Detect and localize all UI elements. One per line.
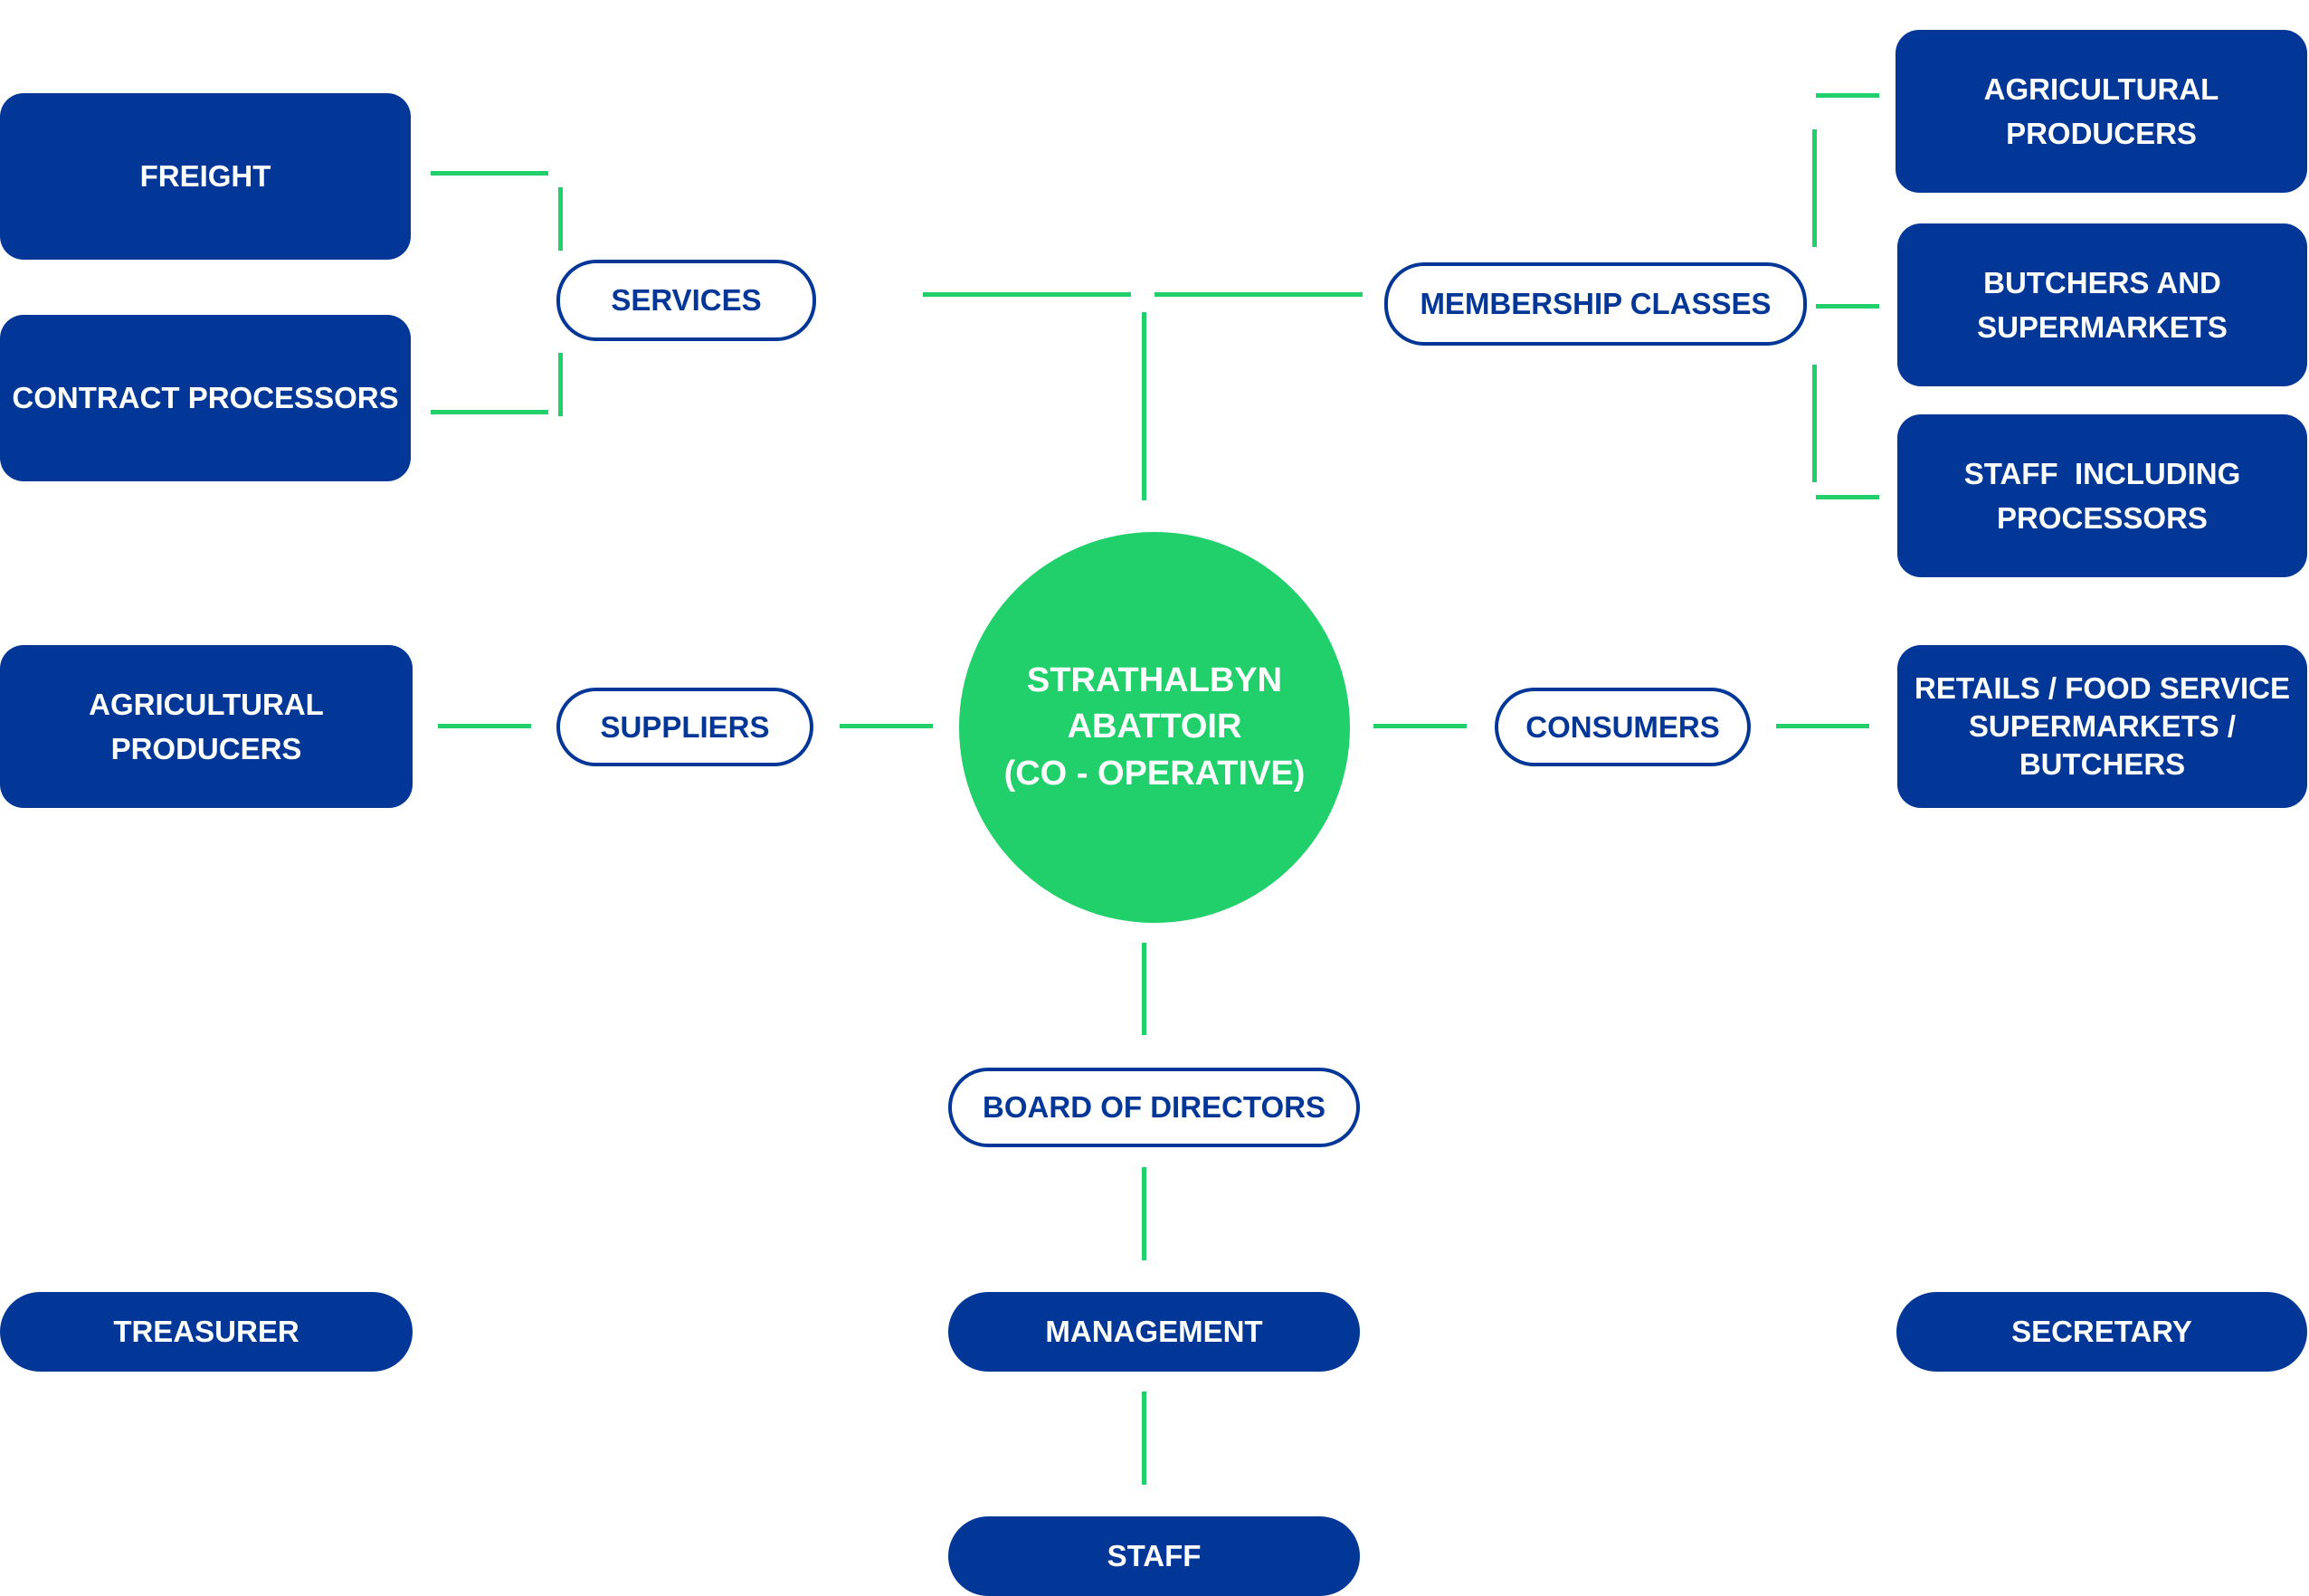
hub-line-1: STRATHALBYN	[1026, 661, 1283, 700]
secretary-label: SECRETARY	[2011, 1315, 2192, 1348]
retails-line-3: BUTCHERS	[2019, 746, 2186, 781]
consumers-pill: CONSUMERS	[1495, 688, 1751, 766]
staff-box: STAFF	[948, 1516, 1360, 1596]
suppliers-label: SUPPLIERS	[600, 709, 770, 744]
connector-membership-upper	[1812, 129, 1817, 247]
contract-processors-label: CONTRACT PROCESSORS	[12, 381, 399, 415]
connector-board-management	[1142, 1167, 1146, 1260]
treasurer-box: TREASURER	[0, 1292, 413, 1372]
management-label: MANAGEMENT	[1045, 1315, 1263, 1348]
freight-label: FREIGHT	[139, 159, 271, 194]
butchers-supermarkets-box: BUTCHERS AND SUPERMARKETS	[1897, 223, 2307, 386]
agricultural-producers-line-1: AGRICULTURAL	[89, 687, 324, 721]
board-of-directors-label: BOARD OF DIRECTORS	[983, 1090, 1326, 1124]
connector-hub-consumers	[1373, 724, 1467, 728]
retails-food-service-box: RETAILS / FOOD SERVICE SUPERMARKETS / BU…	[1897, 645, 2307, 808]
connector-contract-processors	[431, 410, 548, 414]
contract-processors-box: CONTRACT PROCESSORS	[0, 315, 411, 481]
services-pill: SERVICES	[556, 260, 816, 341]
connector-hub-board	[1142, 943, 1146, 1035]
consumers-label: CONSUMERS	[1525, 709, 1720, 744]
retails-line-2: SUPERMARKETS /	[1968, 709, 2237, 744]
agricultural-producers-member-box: AGRICULTURAL PRODUCERS	[1896, 30, 2307, 193]
right-agricultural-producers-line-2: PRODUCERS	[2006, 117, 2197, 150]
retails-line-1: RETAILS / FOOD SERVICE	[1915, 671, 2290, 706]
connector-membership-lower	[1812, 365, 1817, 482]
connector-hub-top	[1142, 312, 1146, 500]
membership-classes-label: MEMBERSHIP CLASSES	[1420, 287, 1772, 320]
connector-management-staff	[1142, 1392, 1146, 1485]
connector-membership-butchers	[1816, 304, 1879, 309]
connector-services-hub-left	[923, 292, 1131, 297]
butchers-line-1: BUTCHERS AND	[1983, 265, 2221, 299]
connector-membership-agri	[1816, 93, 1879, 98]
connector-freight	[431, 171, 548, 176]
agricultural-producers-line-2: PRODUCERS	[110, 732, 302, 765]
hub-line-2: ABATTOIR	[1067, 708, 1242, 746]
connector-services-lower	[558, 353, 563, 416]
board-of-directors-pill: BOARD OF DIRECTORS	[948, 1068, 1360, 1147]
strathalbyn-abattoir-hub: STRATHALBYN ABATTOIR (CO - OPERATIVE)	[959, 532, 1350, 923]
hub-line-3: (CO - OPERATIVE)	[1003, 754, 1306, 793]
connector-services-upper	[558, 187, 563, 251]
connector-consumers-retails	[1776, 724, 1869, 728]
staff-label: STAFF	[1107, 1539, 1202, 1572]
butchers-line-2: SUPERMARKETS	[1977, 310, 2228, 344]
treasurer-label: TREASURER	[113, 1315, 299, 1348]
membership-classes-pill: MEMBERSHIP CLASSES	[1384, 262, 1807, 346]
services-label: SERVICES	[611, 283, 762, 317]
right-agricultural-producers-line-1: AGRICULTURAL	[1983, 71, 2219, 106]
connector-membership-staff	[1816, 495, 1879, 499]
connector-suppliers-hub	[840, 724, 933, 728]
staff-processors-line-2: PROCESSORS	[1997, 501, 2208, 535]
suppliers-pill: SUPPLIERS	[556, 688, 813, 766]
freight-box: FREIGHT	[0, 93, 411, 260]
staff-processors-line-1: STAFF INCLUDING	[1963, 456, 2241, 490]
connector-agri-suppliers	[438, 724, 531, 728]
management-box: MANAGEMENT	[948, 1292, 1360, 1372]
staff-including-processors-box: STAFF INCLUDING PROCESSORS	[1897, 414, 2307, 577]
connector-hub-membership	[1154, 292, 1363, 297]
secretary-box: SECRETARY	[1896, 1292, 2307, 1372]
agricultural-producers-supplier-box: AGRICULTURAL PRODUCERS	[0, 645, 413, 808]
